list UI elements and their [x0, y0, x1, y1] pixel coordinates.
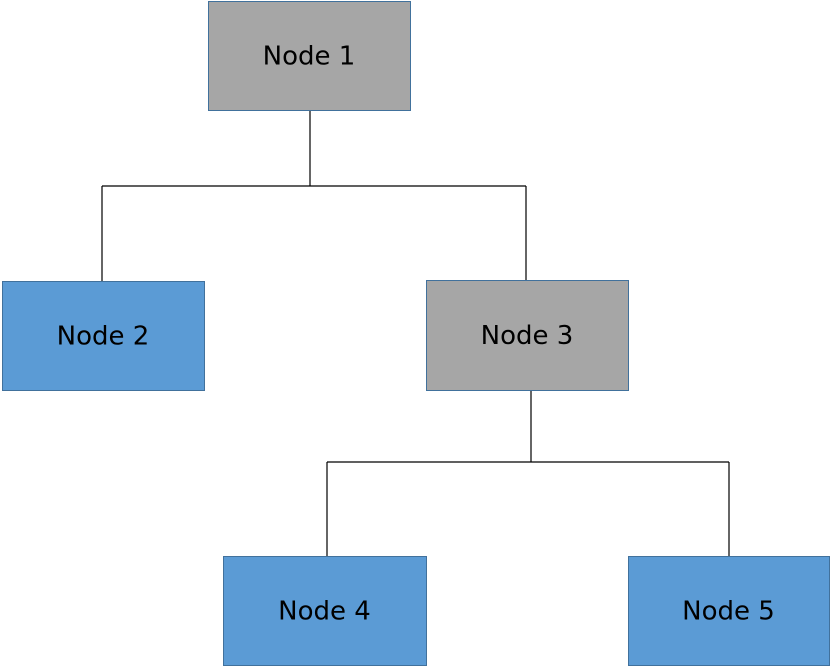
node-2-shape	[2, 281, 205, 391]
node-1-box: Node 1	[208, 1, 411, 111]
node-1-shape	[208, 1, 411, 111]
node-3-box: Node 3	[426, 280, 629, 391]
node-2-label: Node 2	[57, 322, 150, 352]
node-5-label: Node 5	[682, 597, 775, 627]
node-1-label: Node 1	[263, 42, 356, 72]
node-3-label: Node 3	[481, 321, 574, 351]
node-2-box: Node 2	[2, 281, 205, 391]
node-3-shape	[426, 280, 629, 391]
node-4-shape	[223, 556, 427, 666]
node-4-label: Node 4	[278, 597, 371, 627]
node-4-box: Node 4	[223, 556, 427, 666]
node-5-box: Node 5	[628, 556, 830, 666]
connector-lines	[101, 110, 730, 556]
